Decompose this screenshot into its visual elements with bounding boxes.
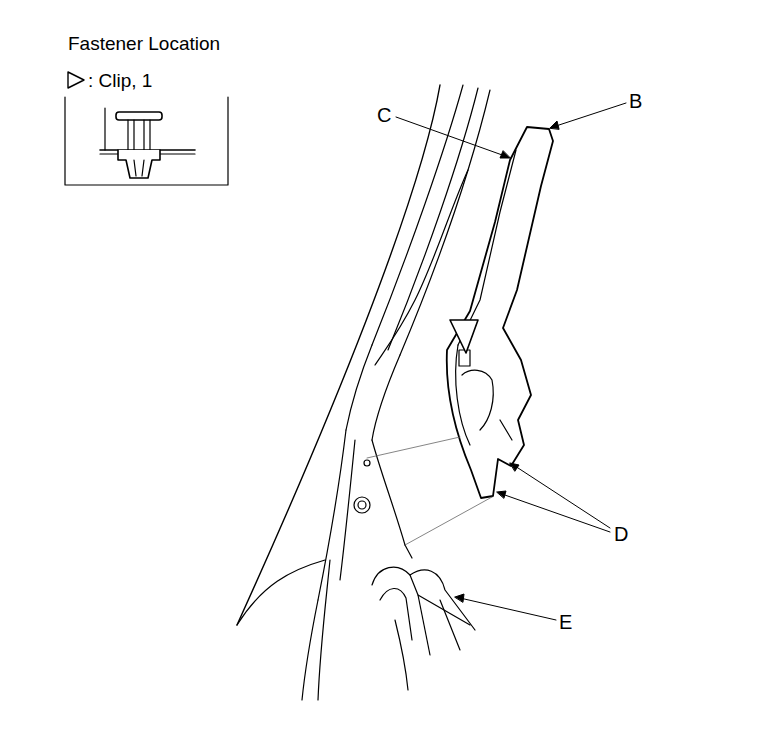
legend-frame — [65, 72, 228, 185]
callout-letter: C — [377, 105, 391, 125]
pillar-garnish — [447, 127, 553, 498]
leader-line — [396, 103, 626, 620]
callout-letter: E — [559, 612, 572, 632]
clip-symbol — [450, 320, 478, 353]
callout-letter: D — [614, 524, 628, 544]
callout-letter: B — [629, 91, 642, 111]
clip-icon — [100, 108, 195, 178]
clip-symbol — [68, 72, 84, 88]
guide-line — [367, 437, 492, 545]
legend-heading: Fastener Location — [68, 34, 220, 53]
weatherstrip — [372, 567, 475, 690]
legend-text: : Clip, 1 — [88, 71, 152, 90]
